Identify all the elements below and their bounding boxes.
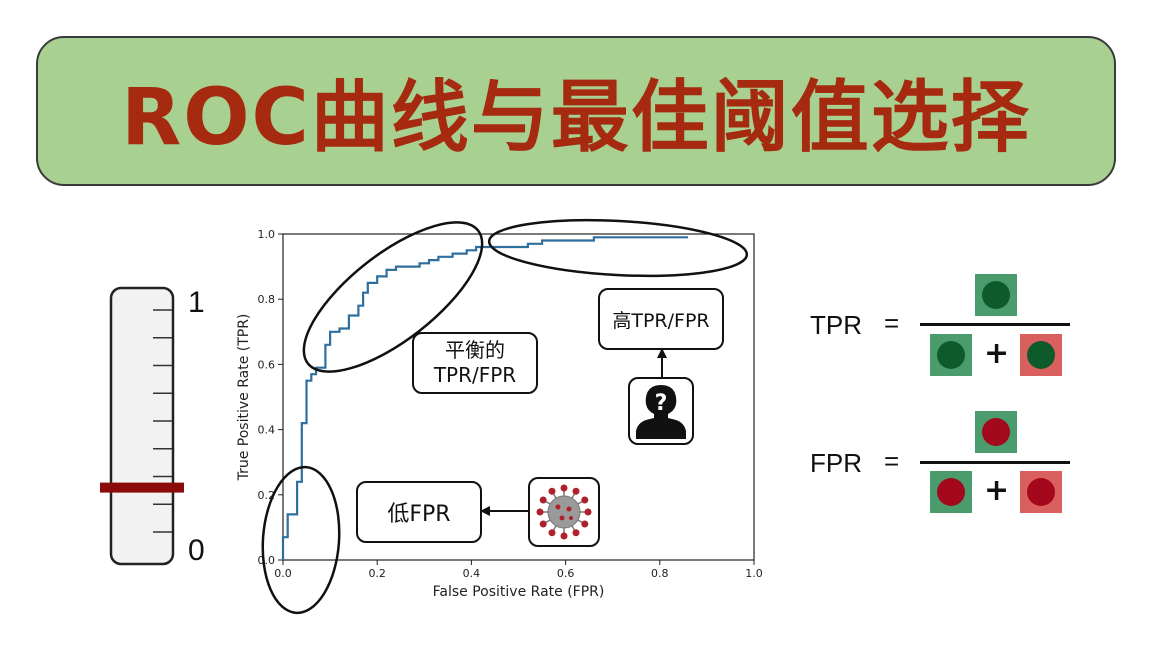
plot-frame — [282, 233, 755, 561]
threshold-marker[interactable] — [100, 482, 184, 493]
person-icon: ? — [628, 377, 694, 445]
red-dot-icon — [937, 478, 965, 506]
threshold-thermometer: 1 0 — [100, 280, 230, 580]
thermometer-ticks — [153, 309, 172, 533]
virus-spike-tip — [548, 529, 556, 537]
tpr-formula-label: TPR — [810, 310, 862, 340]
balanced-region-ellipse — [302, 221, 484, 373]
x-tick-label: 0.6 — [557, 567, 575, 580]
low-fpr-annotation: 低FPR — [356, 481, 482, 543]
fpr-fraction-line — [920, 461, 1070, 464]
virus-spike-tip — [560, 532, 568, 540]
curve-region-highlights — [261, 218, 749, 615]
high-arrow-head — [657, 348, 667, 358]
green-dot-icon — [1027, 341, 1055, 369]
annotation-arrows — [480, 348, 667, 516]
red-dot-icon — [1027, 478, 1055, 506]
tpr-plus: + — [984, 336, 1010, 371]
tpr-fraction-line — [920, 323, 1070, 326]
virus-spike-tip — [584, 508, 592, 516]
fpr-formula-label: FPR — [810, 448, 862, 478]
x-tick-label: 0.8 — [651, 567, 669, 580]
virus-spike-tip — [572, 529, 580, 537]
thermometer-min-label: 0 — [188, 534, 205, 567]
virus-spike-tip — [581, 496, 589, 504]
virus-spike-tip — [539, 496, 547, 504]
virus-spike-tip — [581, 520, 589, 528]
tpr-denominator-true-positive — [930, 334, 972, 376]
x-axis-label: False Positive Rate (FPR) — [433, 584, 605, 600]
tpr-numerator-true-positive — [975, 274, 1017, 316]
svg-text:?: ? — [655, 391, 668, 416]
thermometer-max-label: 1 — [188, 286, 205, 319]
y-tick-label: 0.0 — [258, 554, 276, 567]
red-dot-icon — [982, 418, 1010, 446]
y-tick-label: 0.6 — [258, 358, 276, 371]
tpr-denominator-false-negative — [1020, 334, 1062, 376]
virus-spike-tip — [536, 508, 544, 516]
virus-spike-tip — [548, 487, 556, 495]
fpr-equals: = — [884, 446, 900, 476]
y-tick-label: 0.4 — [258, 424, 276, 437]
thermometer-graphic — [100, 286, 184, 566]
tpr-equals: = — [884, 308, 900, 338]
virus-spike-tip — [572, 487, 580, 495]
roc-curve-line — [281, 236, 689, 560]
x-tick-label: 1.0 — [745, 567, 763, 580]
page-title: ROC曲线与最佳阈值选择 — [121, 73, 1031, 163]
green-dot-icon — [982, 281, 1010, 309]
x-tick-label: 0.2 — [368, 567, 386, 580]
virus-spike-tip — [560, 484, 568, 492]
y-tick-label: 1.0 — [258, 228, 276, 241]
balanced-annotation: 平衡的 TPR/FPR — [412, 332, 538, 394]
title-banner: ROC曲线与最佳阈值选择 — [36, 36, 1116, 186]
high-annotation: 高TPR/FPR — [598, 288, 724, 350]
green-dot-icon — [937, 341, 965, 369]
virus-icon — [528, 477, 600, 547]
fpr-denominator-true-negative — [1020, 471, 1062, 513]
low-fpr-region-ellipse — [261, 465, 341, 615]
y-tick-label: 0.8 — [258, 293, 276, 306]
fpr-denominator-false-positive — [930, 471, 972, 513]
high-tpr-region-ellipse — [487, 218, 749, 278]
x-tick-label: 0.0 — [274, 567, 292, 580]
virus-spike-tip — [539, 520, 547, 528]
y-axis-label: True Positive Rate (TPR) — [236, 314, 252, 482]
thermometer-tube — [109, 286, 175, 566]
x-tick-label: 0.4 — [463, 567, 481, 580]
fpr-plus: + — [984, 473, 1010, 508]
fpr-numerator-false-positive — [975, 411, 1017, 453]
low-arrow-head — [480, 506, 490, 516]
